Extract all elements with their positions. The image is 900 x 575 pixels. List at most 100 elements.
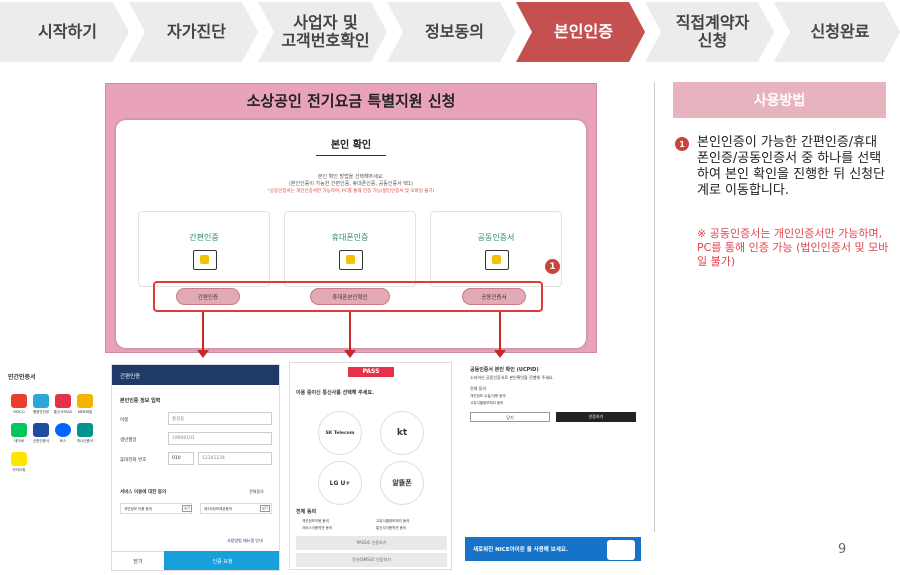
- kb-app-icon[interactable]: KB모바일: [74, 394, 96, 415]
- step-business-check: 사업자 및 고객번호확인: [258, 2, 387, 62]
- arrow-down-icon: [197, 312, 209, 358]
- agree-all-checkbox[interactable]: 전체동의: [249, 489, 264, 494]
- highlight-box: [153, 281, 543, 312]
- cert-term[interactable]: 고유식별정보처리 동의: [470, 401, 504, 405]
- hana-app-icon[interactable]: 하나인증서: [74, 423, 96, 444]
- banner-footer: [465, 561, 641, 571]
- name-input[interactable]: 홍길동: [168, 412, 272, 425]
- cert-desc: 소지하신 공동인증서로 본인확인을 진행해 주세요.: [470, 375, 554, 380]
- laptop-lock-icon: [339, 250, 363, 270]
- view-terms-button[interactable]: 보기: [260, 505, 270, 512]
- card-label: 간편인증: [189, 233, 219, 242]
- pass-term[interactable]: 고유식별정보처리 동의: [376, 519, 410, 523]
- cancel-button[interactable]: 닫기: [112, 551, 164, 570]
- cert-title: 공동인증서 본인 확인 (UCPID): [470, 367, 539, 373]
- toss-app-icon[interactable]: 토스: [52, 423, 74, 444]
- notice-line: 본인 확인 방법을 선택해주세요.: [317, 174, 385, 180]
- gov-app-icon[interactable]: 행정안전부: [30, 394, 52, 415]
- phone-prefix-select[interactable]: 010: [168, 452, 194, 465]
- nice-ipin-banner[interactable]: 새로워진 NICE아이핀 을 사용해 보세요.: [465, 537, 641, 571]
- help-link[interactable]: 사용방법 매뉴얼 안내: [227, 538, 263, 543]
- pass-app-icon[interactable]: 통신사PASS: [52, 394, 74, 415]
- divider: [654, 82, 655, 532]
- step-direct-contract: 직접계약자 신청: [645, 2, 774, 62]
- arrow-down-icon: [494, 312, 506, 358]
- form-header: 간편인증: [112, 365, 279, 385]
- pass-term[interactable]: 개인정보이용 동의: [302, 519, 329, 523]
- pass-agree-all[interactable]: 전체 동의: [296, 509, 317, 515]
- step-label: 자가진단: [167, 22, 226, 41]
- payco-app-icon[interactable]: PAYCO: [8, 394, 30, 415]
- app-list-header: 민간인증서: [8, 374, 36, 381]
- name-label: 이름: [120, 418, 129, 423]
- step-consent: 정보동의: [387, 2, 516, 62]
- form-title: 본인인증 정보 입력: [120, 398, 161, 404]
- simple-auth-form: 간편인증 본인인증 정보 입력 이름 홍길동 생년월일 19900101 휴대전…: [111, 364, 280, 571]
- identity-title: 본인 확인: [330, 140, 372, 151]
- step-start: 시작하기: [0, 2, 129, 62]
- simple-auth-app-list: 민간인증서 PAYCO 행정안전부 통신사PASS KB모바일 네이버 신한인증…: [0, 364, 111, 571]
- usage-title: 사용방법: [673, 82, 886, 118]
- step-label: 직접계약자 신청: [675, 13, 750, 50]
- phone-icon: [607, 540, 635, 560]
- identity-notice: 본인 확인 방법을 선택해주세요. (본인인증이 가능한 간편인증, 휴대폰인증…: [116, 174, 586, 195]
- cert-agree-all[interactable]: 전체 동의: [470, 386, 486, 391]
- view-terms-button[interactable]: 보기: [182, 505, 192, 512]
- identity-panel: 소상공인 전기요금 특별지원 신청 본인 확인 본인 확인 방법을 선택해주세요…: [105, 83, 597, 353]
- panel-title: 소상공인 전기요금 특별지원 신청: [246, 92, 456, 110]
- birth-input[interactable]: 19900101: [168, 432, 272, 445]
- sms-auth-button[interactable]: 문자(SMS)로 인증하기: [296, 553, 447, 567]
- card-label: 공동인증서: [477, 233, 515, 242]
- card-mobile-auth: 휴대폰인증: [284, 211, 416, 287]
- step-complete: 신청완료: [774, 2, 900, 62]
- lgu-option[interactable]: LG U+: [318, 461, 362, 505]
- card-certificate-auth: 공동인증서: [430, 211, 562, 287]
- banner-text: 새로워진 NICE아이핀 을 사용해 보세요.: [473, 547, 569, 553]
- card-label: 휴대폰인증: [331, 233, 369, 242]
- usage-description: 본인인증이 가능한 간편인증/휴대폰인증/공동인증서 중 하나를 선택하여 본인…: [697, 135, 886, 198]
- cert-term[interactable]: 개인정보 수집/이용 동의: [470, 394, 506, 398]
- shinhan-app-icon[interactable]: 신한인증서: [30, 423, 52, 444]
- simple-auth-button[interactable]: 간편인증: [176, 288, 240, 305]
- kakao-app-icon[interactable]: 카카오톡: [8, 452, 30, 473]
- step-label: 본인인증: [554, 22, 613, 41]
- birth-label: 생년월일: [120, 438, 137, 443]
- smartphone-icon: [193, 250, 217, 270]
- pass-term[interactable]: 통신사이용약관 동의: [376, 526, 407, 530]
- certificate-icon: [485, 250, 509, 270]
- identity-box: 본인 확인 본인 확인 방법을 선택해주세요. (본인인증이 가능한 간편인증,…: [116, 120, 586, 348]
- pass-auth-screen: PASS 이용 중이신 통신사를 선택해 주세요. SK Telecom kt …: [289, 362, 452, 570]
- usage-note: ※ 공동인증서는 개인인증서만 가능하며, PC를 통해 인증 가능 (법인인증…: [697, 227, 889, 268]
- page-number: 9: [838, 542, 847, 557]
- step-label: 정보동의: [425, 22, 484, 41]
- usage-badge: 1: [675, 137, 689, 151]
- naver-app-icon[interactable]: 네이버: [8, 423, 30, 444]
- step-label: 신청완료: [810, 22, 870, 41]
- title-underline: [316, 155, 386, 156]
- thirdparty-consent-checkbox[interactable]: 제3자정보제공동의: [200, 503, 272, 514]
- certificate-auth-button[interactable]: 공동인증서: [462, 288, 526, 305]
- mvno-option[interactable]: 알뜰폰: [380, 461, 424, 505]
- arrow-down-icon: [344, 312, 356, 358]
- step-self-diagnosis: 자가진단: [129, 2, 258, 62]
- step-badge: 1: [545, 259, 560, 274]
- kt-option[interactable]: kt: [380, 411, 424, 455]
- mobile-auth-button[interactable]: 휴대폰본인확인: [310, 288, 390, 305]
- pass-auth-button[interactable]: PASS로 인증하기: [296, 536, 447, 550]
- cert-confirm-button[interactable]: 인증하기: [556, 412, 636, 422]
- request-auth-button[interactable]: 인증 요청: [164, 551, 279, 570]
- progress-steps: 시작하기 자가진단 사업자 및 고객번호확인 정보동의 본인인증 직접계약자 신…: [0, 2, 900, 62]
- step-label: 사업자 및 고객번호확인: [281, 13, 370, 50]
- step-label: 시작하기: [38, 22, 97, 41]
- notice-line: (본인인증이 가능한 간편인증, 휴대폰인증, 공동인증서 택1): [288, 181, 413, 187]
- cert-auth-screen: 공동인증서 본인 확인 (UCPID) 소지하신 공동인증서로 본인확인을 진행…: [468, 364, 640, 430]
- cert-cancel-button[interactable]: 닫기: [470, 412, 550, 422]
- skt-option[interactable]: SK Telecom: [318, 411, 362, 455]
- pass-term[interactable]: 서비스이용약관 동의: [302, 526, 333, 530]
- pass-logo: PASS: [348, 367, 394, 377]
- step-identity: 본인인증: [516, 2, 645, 62]
- pass-title: 이용 중이신 통신사를 선택해 주세요.: [296, 390, 374, 396]
- phone-input[interactable]: 12341234: [198, 452, 272, 465]
- phone-label: 휴대전화 번호: [120, 458, 147, 463]
- terms-title: 서비스 이용에 대한 동의: [120, 490, 167, 495]
